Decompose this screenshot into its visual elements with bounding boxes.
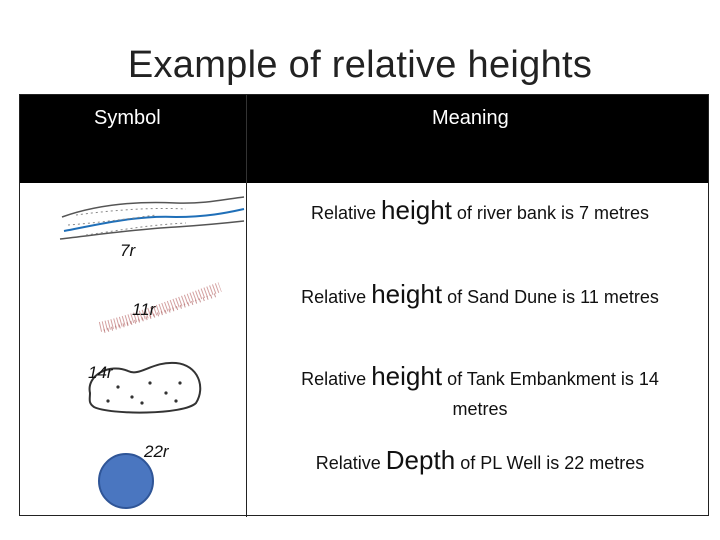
row2-meaning: Relative height of Sand Dune is 11 metre…: [301, 279, 659, 309]
pl-well-icon: [98, 453, 154, 509]
river-bank-label: 7r: [120, 241, 136, 260]
table-header: Symbol Meaning: [20, 95, 708, 183]
header-divider: [246, 95, 247, 183]
column-divider: [246, 183, 247, 517]
slide-title: Example of relative heights: [127, 44, 593, 86]
sand-dune-icon: [98, 282, 222, 333]
tank-embankment-label: 14r: [88, 363, 113, 382]
row1-meaning: Relative height of river bank is 7 metre…: [311, 195, 649, 225]
row4-meaning: Relative Depth of PL Well is 22 metres: [315, 445, 645, 475]
header-meaning: Meaning: [432, 107, 509, 129]
row3-meaning: Relative height of Tank Embankment is 14: [301, 361, 659, 391]
symbols-table: Symbol Meaning 7r Relative height of riv…: [19, 94, 709, 517]
tank-embankment-icon: [88, 361, 202, 414]
sand-dune-label: 11r: [132, 300, 156, 319]
river-bank-icon: [59, 196, 245, 240]
pl-well-label: 22r: [144, 442, 169, 461]
header-symbol: Symbol: [94, 107, 161, 129]
row3-meaning-cont: metres: [452, 399, 508, 419]
